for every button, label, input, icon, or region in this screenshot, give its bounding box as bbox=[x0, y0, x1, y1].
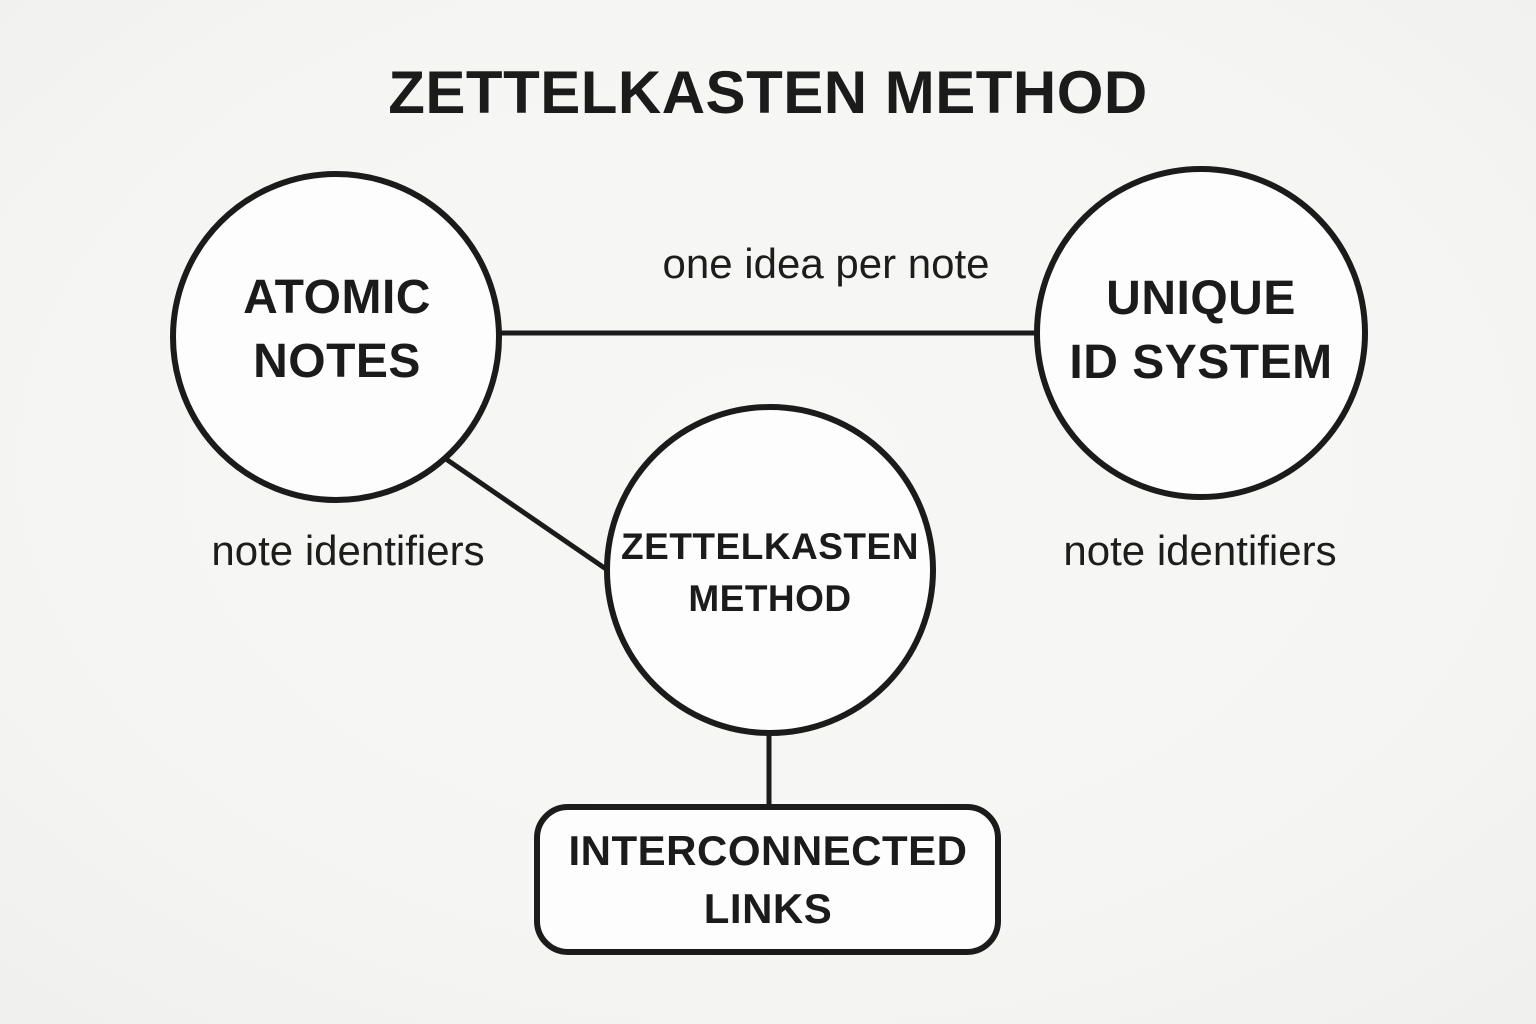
edge-atomic-to-method bbox=[441, 454, 608, 572]
node-interconnected-links-shape bbox=[534, 804, 1001, 955]
diagram-title: ZETTELKASTEN METHOD bbox=[388, 59, 1148, 126]
node-label-atomic-notes: ATOMIC NOTES bbox=[243, 271, 431, 388]
node-unique-id-system-shape bbox=[1034, 166, 1368, 500]
node-label-interconnected-links: INTERCONNECTED LINKS bbox=[568, 827, 968, 932]
edge-label-note-identifiers-left: note identifiers bbox=[211, 527, 485, 574]
node-label-unique-id-system: UNIQUE ID SYSTEM bbox=[1069, 272, 1333, 389]
node-zettelkasten-method-shape bbox=[604, 404, 936, 736]
node-label-zettelkasten-method: ZETTELKASTEN METHOD bbox=[621, 526, 919, 619]
node-atomic-notes-shape bbox=[170, 171, 502, 503]
edge-label-note-identifiers-right: note identifiers bbox=[1063, 527, 1337, 574]
edge-label-one-idea-per-note: one idea per note bbox=[662, 240, 990, 287]
